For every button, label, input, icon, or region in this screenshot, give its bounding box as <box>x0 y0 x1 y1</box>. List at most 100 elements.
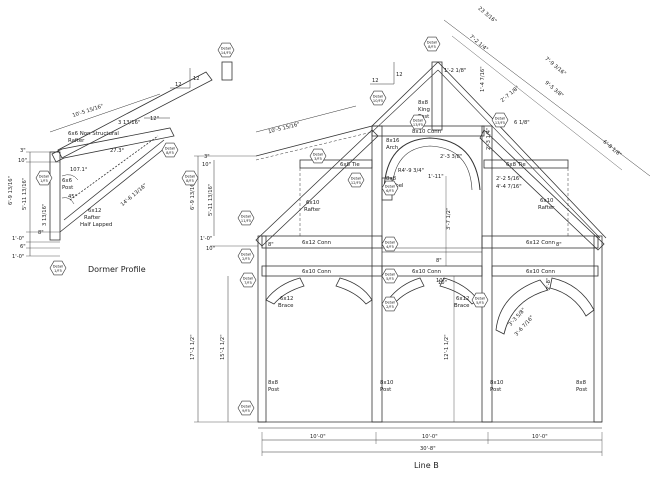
detail-title: Detail <box>385 301 396 305</box>
main-right-2: 7'-2 1/4" <box>468 34 489 53</box>
main-right-8: 23 3/16" <box>477 6 498 25</box>
post-4-l1: 8x8 <box>576 380 587 386</box>
detail-hexagon <box>347 172 365 188</box>
tie-left-label: 6x8 Tie <box>340 162 360 168</box>
detail-ref: 13/F5 <box>495 121 505 125</box>
dormer-top-slope-dim: 10'-5 15/16" <box>72 103 104 119</box>
dormer-caption: Dormer Profile <box>88 265 146 274</box>
dormer-post-l2: Post <box>62 185 73 191</box>
detail-title: Detail <box>385 241 396 245</box>
dormer-angle-top: 107.1° <box>70 167 88 173</box>
v-left-mid: 5'-11 13/16" <box>208 184 214 216</box>
detail-title: Detail <box>413 119 424 123</box>
detail-title: Detail <box>243 277 254 281</box>
detail-title: Detail <box>53 265 64 269</box>
detail-title: Detail <box>385 185 396 189</box>
dormer-rafter-l2: Rafter <box>84 215 101 221</box>
detail-ref: 8/F5 <box>166 151 174 155</box>
arch-dim2: 1'-11" <box>428 174 444 180</box>
detail-title: Detail <box>313 153 324 157</box>
dormer-twelve-dim: 12" <box>150 116 159 122</box>
main-right-6: 6'-8 1/8" <box>602 139 623 158</box>
dormer-post-l1: 6x6 <box>62 178 73 184</box>
post-1-l2: Post <box>268 387 279 393</box>
brace-mid-l2: Brace <box>454 303 470 309</box>
detail-title: Detail <box>427 41 438 45</box>
v-lower: 15'-1 1/2" <box>220 334 226 360</box>
roof-right-slope <box>437 61 607 239</box>
detail-hexagon <box>49 260 67 276</box>
detail-title: Detail <box>475 297 486 301</box>
dormer-dim-1a: 1'-0" <box>12 236 24 242</box>
dormer-post <box>49 151 61 241</box>
right-v-dim: 2'-8" <box>546 278 552 290</box>
detail-ref: 11/F5 <box>241 219 251 223</box>
total-dim: 30'-8" <box>420 446 436 452</box>
dormer-dim-3: 3" <box>20 148 26 154</box>
detail-ref: 5/F5 <box>476 301 484 305</box>
dormer-rafter-ns-l2: Rafter <box>68 138 85 144</box>
v-left-top: 6'-9 13/16" <box>190 181 196 210</box>
arch-dim3: R4'-9 3/4" <box>398 168 424 174</box>
brace-right <box>495 279 549 335</box>
detail-ref: 5/F5 <box>386 277 394 281</box>
king-post <box>431 61 443 131</box>
conn-1-left <box>261 235 383 249</box>
dormer-rafter-ns-l1: 6x6 Non Structural <box>68 131 119 137</box>
left-1ft: 1'-0" <box>200 236 212 242</box>
mid-8: 8" <box>436 258 442 264</box>
post-3-l2: Post <box>490 387 501 393</box>
conn-2-left-label: 6x10 Conn <box>302 269 331 275</box>
left-dim-3: 3" <box>204 154 210 160</box>
arch-l2: Arch <box>386 145 398 151</box>
post-3-l1: 8x10 <box>490 380 504 386</box>
detail-hexagon <box>35 170 53 186</box>
detail-ref: 9/F5 <box>242 409 250 413</box>
brace-left-l2: Brace <box>278 303 294 309</box>
dormer-texts: 10'-5 15/16" 3 13/16" 12" 12 12 6x6 Non … <box>8 76 200 274</box>
main-right-1: 1'-2 1/8" <box>444 68 466 74</box>
detail-hexagon <box>239 272 257 288</box>
rafter-right-l1: 6x10 <box>540 198 554 204</box>
brace-left-l1: 6x12 <box>280 296 293 302</box>
brace-left <box>265 277 305 305</box>
detail-title: Detail <box>39 175 50 179</box>
detail-hexagon <box>309 148 327 164</box>
detail-hexagon <box>409 114 427 130</box>
left-dim-10: 10" <box>202 162 211 168</box>
conn-2-mid-label: 6x10 Conn <box>412 269 441 275</box>
main-right-7: 1'-4 7/16" <box>480 66 486 92</box>
main-right-9: 6 1/8" <box>514 120 530 126</box>
detail-hexagon <box>161 142 179 158</box>
dormer-rafter-l1: 6x12 <box>88 208 101 214</box>
main-caption: Line B <box>414 461 439 470</box>
bay-3: 10'-0" <box>532 434 548 440</box>
dormer-dim-8: 8" <box>38 230 44 236</box>
main-pitch-run: 12 <box>372 78 379 84</box>
left-8: 8" <box>268 242 274 248</box>
dormer-profile <box>26 61 233 257</box>
arch <box>383 137 481 191</box>
kingpost-l2: King <box>418 107 430 113</box>
detail-ref: 2/F5 <box>242 257 250 261</box>
dormer-dim-small2: 3 13/16" <box>42 204 48 226</box>
conn-2-mid <box>381 265 483 277</box>
detail-title: Detail <box>221 47 232 51</box>
detail-title: Detail <box>495 117 506 121</box>
dormer-angle-low: 45° <box>68 194 78 200</box>
v-c2: 12'-1 1/2" <box>444 334 450 360</box>
tie-dim1: 2'-2 5/16" <box>496 176 522 182</box>
detail-hexagon <box>369 90 387 106</box>
